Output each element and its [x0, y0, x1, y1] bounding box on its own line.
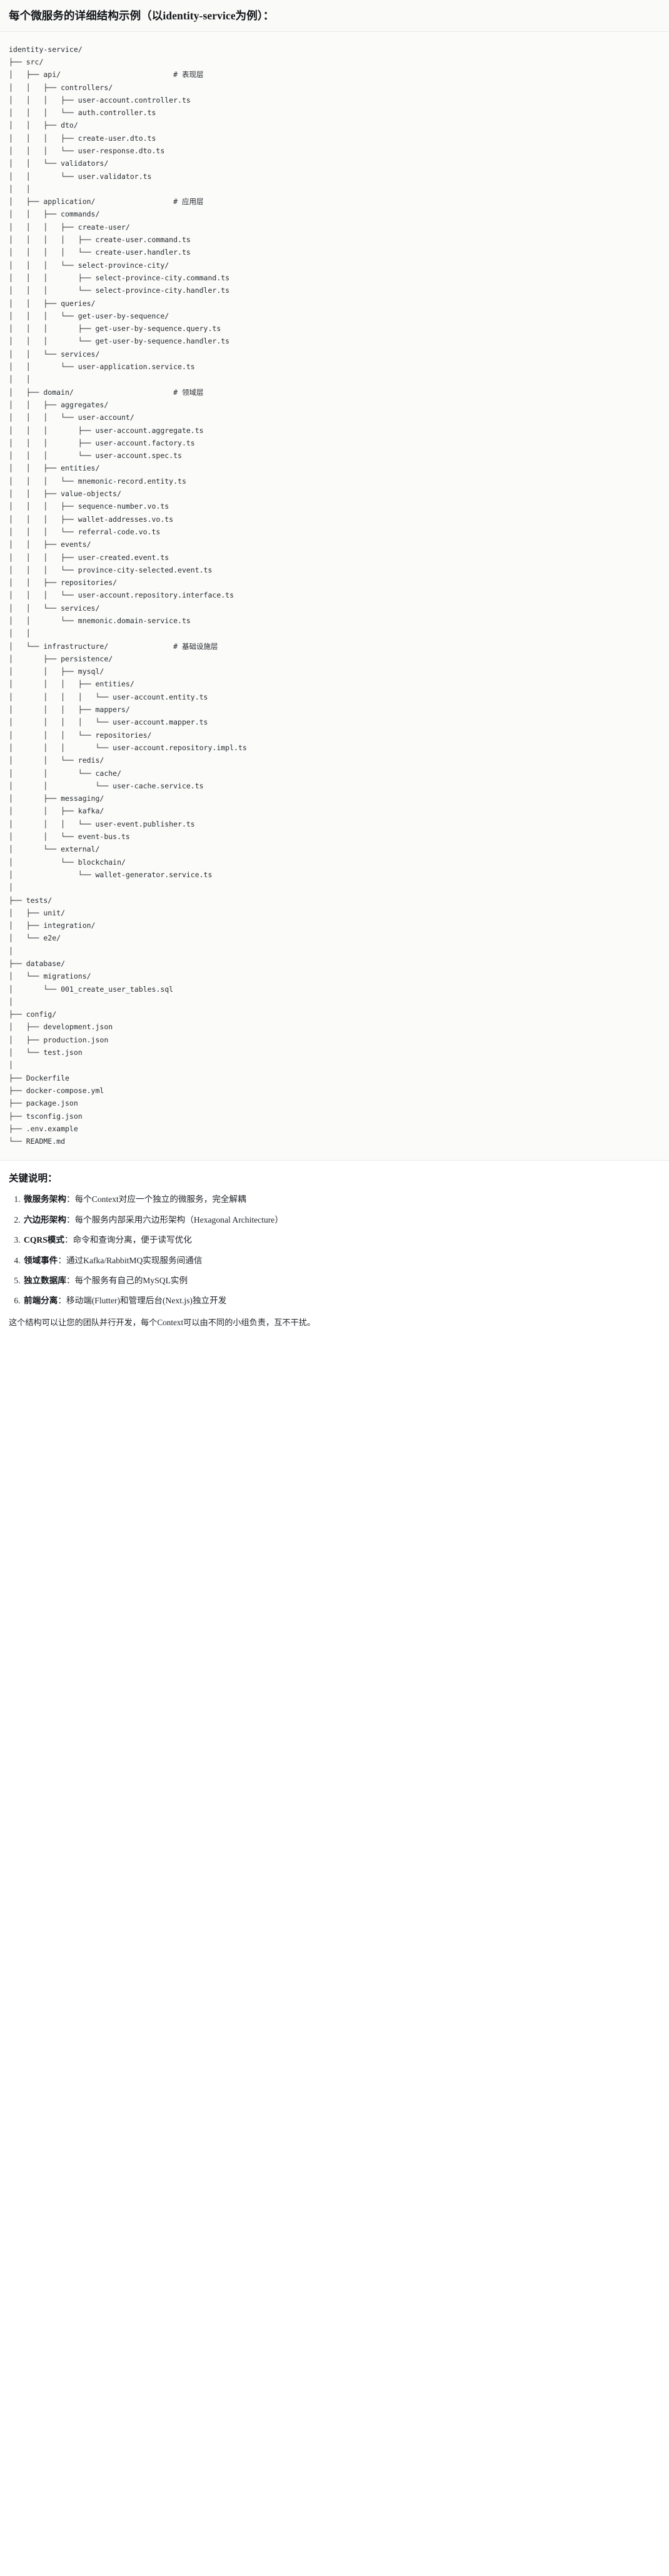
page-root: 每个微服务的详细结构示例（以identity-service为例）： ident…	[0, 0, 669, 1339]
list-item: CQRS模式：命令和查询分离，便于读写优化	[23, 1234, 660, 1246]
list-item: 前端分离：移动端(Flutter)和管理后台(Next.js)独立开发	[23, 1295, 660, 1307]
note-key: 独立数据库	[24, 1276, 66, 1286]
note-separator: ：	[66, 1276, 75, 1286]
list-item: 微服务架构：每个Context对应一个独立的微服务，完全解耦	[23, 1193, 660, 1206]
note-separator: ：	[64, 1235, 73, 1245]
note-key: 前端分离	[24, 1296, 58, 1306]
key-notes-list: 微服务架构：每个Context对应一个独立的微服务，完全解耦 六边形架构：每个服…	[9, 1193, 660, 1307]
note-key: 微服务架构	[24, 1194, 66, 1204]
note-value: 命令和查询分离，便于读写优化	[73, 1235, 192, 1245]
directory-tree-section: identity-service/ ├── src/ │ ├── api/ # …	[0, 31, 669, 1161]
note-separator: ：	[66, 1214, 75, 1224]
note-separator: ：	[58, 1296, 66, 1306]
closing-paragraph: 这个结构可以让您的团队并行开发，每个Context可以由不同的小组负责，互不干扰…	[9, 1317, 316, 1327]
note-value: 每个服务内部采用六边形架构（Hexagonal Architecture）	[74, 1214, 283, 1224]
note-value: 每个服务有自己的MySQL实例	[74, 1276, 188, 1286]
note-key: 六边形架构	[24, 1214, 66, 1224]
directory-tree: identity-service/ ├── src/ │ ├── api/ # …	[9, 44, 247, 1146]
list-item: 领域事件：通过Kafka/RabbitMQ实现服务间通信	[23, 1255, 660, 1267]
title-section: 每个微服务的详细结构示例（以identity-service为例）：	[0, 0, 669, 32]
key-notes-section: 关键说明： 微服务架构：每个Context对应一个独立的微服务，完全解耦 六边形…	[0, 1161, 669, 1340]
note-separator: ：	[66, 1194, 75, 1204]
note-key: CQRS模式	[24, 1235, 64, 1245]
page-title: 每个微服务的详细结构示例（以identity-service为例）：	[9, 9, 274, 22]
note-value: 移动端(Flutter)和管理后台(Next.js)独立开发	[66, 1296, 227, 1306]
list-item: 六边形架构：每个服务内部采用六边形架构（Hexagonal Architectu…	[23, 1214, 660, 1226]
note-value: 每个Context对应一个独立的微服务，完全解耦	[74, 1194, 246, 1204]
note-key: 领域事件	[24, 1255, 58, 1265]
note-separator: ：	[58, 1255, 66, 1265]
note-value: 通过Kafka/RabbitMQ实现服务间通信	[66, 1255, 203, 1265]
list-item: 独立数据库：每个服务有自己的MySQL实例	[23, 1275, 660, 1287]
key-notes-title: 关键说明：	[9, 1173, 58, 1184]
